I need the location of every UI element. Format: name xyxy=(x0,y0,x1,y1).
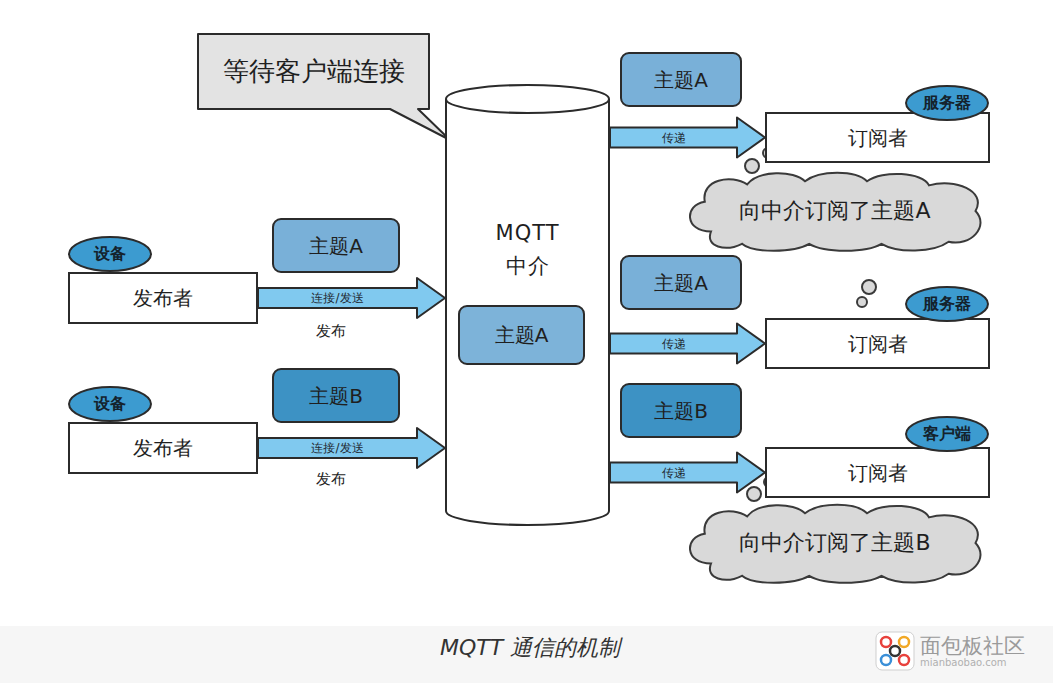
node-text: 向中介订阅了主题A xyxy=(739,198,930,224)
thought-dot xyxy=(857,297,867,307)
topic-box: 主题B xyxy=(272,368,400,423)
edge-label: 传递 xyxy=(660,337,688,351)
cloud-shape xyxy=(690,173,981,251)
edge-label: 传递 xyxy=(660,131,688,145)
broker-cylinder: MQTT 中介主题A xyxy=(445,85,610,525)
cloud-shape xyxy=(690,505,981,583)
fat-arrow xyxy=(610,324,765,364)
edge-label: 传递 xyxy=(660,466,688,480)
node-text: 订阅者 xyxy=(848,126,908,150)
speech-callout: 等待客户端连接 xyxy=(197,33,430,110)
node-text: 设备 xyxy=(94,394,126,413)
edge-label: 连接/发送 xyxy=(309,441,365,455)
fat-arrow xyxy=(258,278,445,318)
arrow-shape xyxy=(258,428,445,468)
cylinder-rim xyxy=(446,99,609,113)
edge-label: 连接/发送 xyxy=(309,291,365,305)
topic-box: 主题B xyxy=(620,383,742,438)
thought-cloud: 向中介订阅了主题A xyxy=(680,170,990,252)
node-text: 主题A xyxy=(309,234,363,258)
role-tag: 设备 xyxy=(68,236,152,272)
watermark-logo xyxy=(876,632,914,670)
node-text: 等待客户端连接 xyxy=(223,56,405,87)
node-text: 服务器 xyxy=(923,93,971,112)
topic-box: 主题A xyxy=(458,305,585,365)
role-tag: 客户端 xyxy=(905,416,989,452)
arrow-shape xyxy=(610,453,765,493)
role-tag: 服务器 xyxy=(905,286,989,322)
thought-dot xyxy=(745,159,759,173)
role-box: 发布者 xyxy=(68,272,258,324)
thought-dot xyxy=(862,280,876,294)
node-text: 主题B xyxy=(654,399,708,423)
role-tag: 服务器 xyxy=(905,85,989,121)
arrow-shape xyxy=(258,278,445,318)
topic-box: 主题A xyxy=(620,52,742,107)
role-box: 订阅者 xyxy=(765,318,990,369)
fat-arrow xyxy=(258,428,445,468)
node-text: 客户端 xyxy=(923,424,971,443)
topic-box: 主题A xyxy=(272,218,400,273)
arrow-shape xyxy=(610,324,765,364)
topic-box: 主题A xyxy=(620,255,742,310)
thought-dot xyxy=(747,487,761,501)
role-tag: 设备 xyxy=(68,386,152,422)
caption: MQTT 通信的机制 xyxy=(440,633,620,663)
watermark: mianbaobao.com xyxy=(920,657,1007,668)
node-text: 订阅者 xyxy=(848,461,908,485)
fat-arrow xyxy=(610,453,765,493)
node-text: 主题B xyxy=(309,384,363,408)
node-text: 订阅者 xyxy=(848,332,908,356)
arrow-shape xyxy=(610,118,765,158)
node-text: 服务器 xyxy=(923,294,971,313)
node-text: 向中介订阅了主题B xyxy=(739,530,930,556)
thought-cloud: 向中介订阅了主题B xyxy=(680,502,990,584)
role-box: 发布者 xyxy=(68,422,258,474)
publish-label: 发布 xyxy=(316,470,346,489)
node-text: 发布者 xyxy=(133,286,193,310)
publish-label: 发布 xyxy=(316,322,346,341)
node-text: 设备 xyxy=(94,244,126,263)
node-text: 主题A xyxy=(495,323,549,347)
node-text: MQTT 中介 xyxy=(483,217,573,282)
fat-arrow xyxy=(610,118,765,158)
role-box: 订阅者 xyxy=(765,447,990,498)
callout-shape xyxy=(198,34,450,140)
node-text: 主题A xyxy=(654,68,708,92)
node-text: 主题A xyxy=(654,271,708,295)
node-text: 发布者 xyxy=(133,436,193,460)
watermark: 面包板社区 xyxy=(920,632,1025,660)
cylinder-body xyxy=(446,85,609,525)
